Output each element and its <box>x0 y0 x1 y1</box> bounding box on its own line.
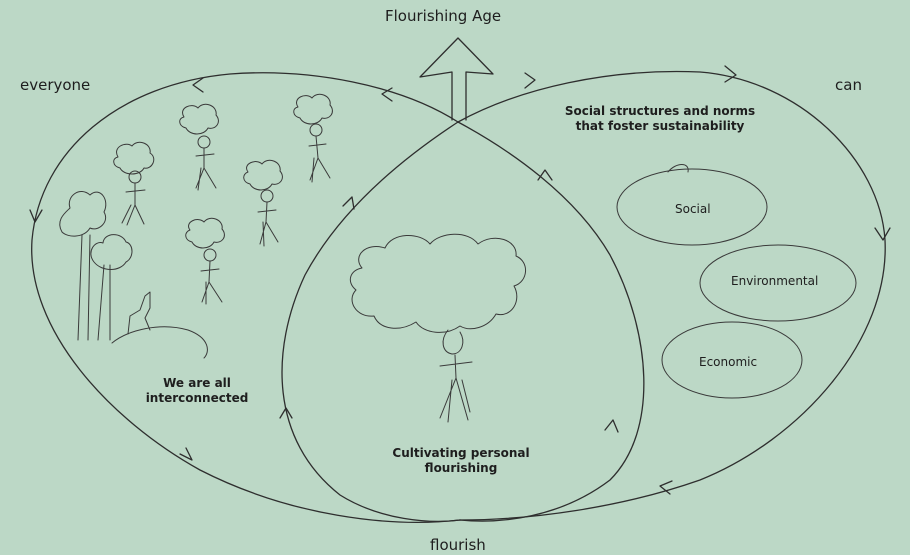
arrow-left-upper-mid <box>381 87 393 102</box>
arrow-inner-left-upper <box>342 196 355 210</box>
arrow-right-side <box>874 227 891 241</box>
arrow-inner-right-upper <box>537 169 553 181</box>
left-label: everyone <box>20 76 91 94</box>
social-ellipse <box>616 168 768 246</box>
right-loop <box>457 70 886 521</box>
arrow-right-top <box>524 72 536 89</box>
arrow-inner-right-lower <box>604 419 619 433</box>
up-arrow-icon <box>419 37 494 121</box>
person-3 <box>293 93 333 183</box>
economic-ellipse <box>661 321 803 399</box>
person-4 <box>243 159 283 247</box>
environmental-ellipse <box>699 244 857 322</box>
arrow-left-bottom <box>179 447 193 461</box>
person-2 <box>179 103 219 191</box>
sphere-environmental: Environmental <box>731 274 819 288</box>
flow-arrows <box>29 65 891 495</box>
top-label: Flourishing Age <box>385 7 502 25</box>
arrow-inner-left-lower <box>279 407 293 419</box>
arrow-left-top <box>192 77 204 93</box>
sphere-economic: Economic <box>699 355 758 369</box>
inner-loop <box>281 121 645 522</box>
sphere-social: Social <box>675 202 711 216</box>
region-left-caption: We are all interconnected <box>145 376 249 405</box>
arrow-left-side <box>29 209 43 223</box>
region-center-caption: Cultivating personal flourishing <box>392 446 530 475</box>
person-5 <box>185 217 225 305</box>
person-1 <box>113 141 155 226</box>
arrow-right-top-far <box>724 65 737 83</box>
trees-sketch <box>59 191 208 359</box>
right-label: can <box>835 76 862 94</box>
bottom-label: flourish <box>430 536 486 554</box>
sphere-ellipses <box>616 164 857 399</box>
region-right-caption: Social structures and norms that foster … <box>564 104 756 133</box>
left-loop <box>31 72 461 523</box>
central-figure <box>349 233 526 423</box>
people-sketches <box>113 93 333 305</box>
central-cloud <box>349 233 526 333</box>
arrow-right-bottom <box>659 480 673 495</box>
